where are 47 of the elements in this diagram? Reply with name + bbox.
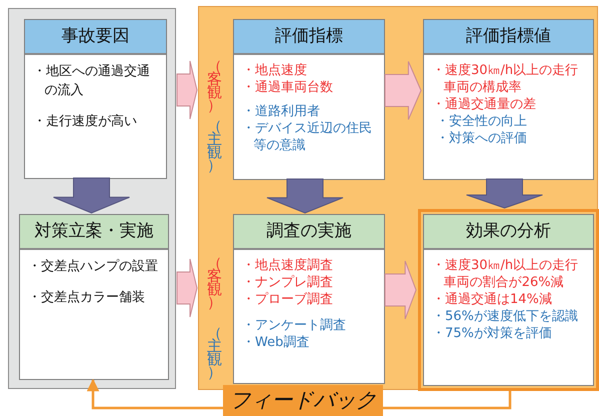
list-item: ・56%が速度低下を認識 (432, 308, 579, 326)
group-panel (198, 6, 598, 390)
block-arrow (466, 178, 543, 209)
process-box (423, 19, 594, 180)
group-panel (8, 8, 176, 389)
list-item: ・交差点ハンプの設置 (28, 258, 159, 276)
block-arrow (384, 61, 422, 120)
list-item: ・ナンプレ調査 (242, 274, 334, 292)
list-item: ・対策への評価 (436, 130, 528, 148)
box-heading: 評価指標値 (424, 20, 593, 55)
list-item: ・プローブ調査 (242, 292, 334, 309)
process-box (19, 214, 169, 380)
list-item: ・走行速度が高い (33, 112, 138, 131)
list-item: ・地点速度調査 (242, 258, 334, 275)
box-heading: 事故要因 (25, 20, 166, 55)
block-arrow (176, 60, 198, 120)
process-box (418, 209, 599, 391)
process-box (24, 19, 167, 179)
process-box (233, 214, 385, 384)
block-arrow (176, 258, 198, 318)
box-heading: 対策立案・実施 (20, 215, 168, 250)
block-arrow (384, 260, 417, 320)
list-item: ・地区への通過交通の流入 (33, 63, 151, 100)
side-label: （客観） (206, 60, 223, 112)
list-item: ・Web調査 (242, 334, 310, 352)
list-item: ・安全性の向上 (436, 114, 528, 131)
side-label: （客観） (206, 257, 223, 309)
edge-label: フィードバック (223, 385, 383, 416)
side-label: （主観） (206, 327, 223, 379)
list-item: ・道路利用者 (242, 104, 321, 121)
list-item: ・地点速度 (242, 63, 308, 80)
box-heading: 調査の実施 (234, 215, 384, 250)
block-arrow (266, 178, 344, 214)
list-item: ・デバイス近辺の住民等の意識 (242, 120, 373, 154)
list-item: ・通過車両台数 (242, 80, 334, 97)
list-item: ・通過交通量の差 (432, 96, 537, 114)
list-item: ・通過交通は14%減 (432, 292, 553, 309)
box-heading: 評価指標 (234, 20, 384, 55)
side-label: （主観） (206, 120, 223, 172)
box-heading: 効果の分析 (424, 215, 593, 250)
list-item: ・アンケート調査 (242, 318, 347, 335)
list-item: ・交差点カラー舗装 (28, 288, 146, 307)
block-arrow (53, 178, 130, 214)
list-item: ・75%が対策を評価 (432, 326, 553, 342)
list-item: ・速度30㎞/h以上の走行車両の構成率 (432, 63, 580, 97)
list-item: ・速度30㎞/h以上の走行車両の割合が26%減 (432, 258, 580, 292)
process-box (233, 19, 385, 180)
